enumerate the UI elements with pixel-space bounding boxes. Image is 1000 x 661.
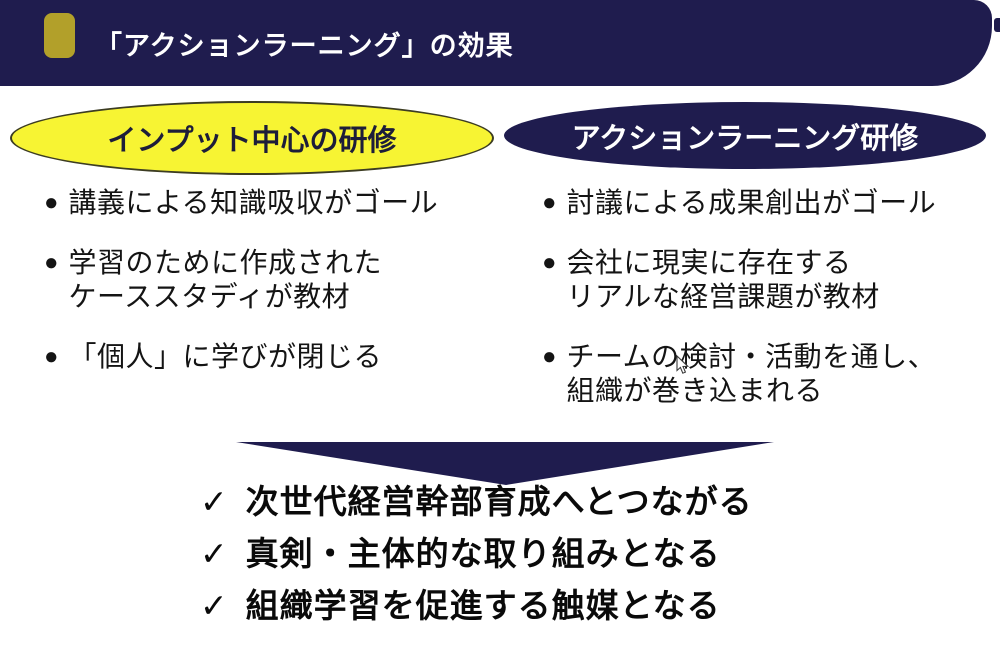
- title-accent-bar-icon: [44, 13, 75, 58]
- left-column-title: インプット中心の研修: [107, 125, 397, 157]
- check-icon: ✓: [200, 535, 228, 572]
- right-bullet-list: ● 討議による成果創出がゴール ● 会社に現実に存在する リアルな経営課題が教材…: [542, 186, 992, 434]
- bullet-text: 講義による知識吸収がゴール: [68, 187, 439, 218]
- bullet-text: 討議による成果創出がゴール: [566, 187, 937, 218]
- check-icon: ✓: [200, 587, 228, 624]
- mouse-cursor-icon: [676, 355, 690, 374]
- bullet-dot-icon: ●: [44, 249, 59, 276]
- bullet-dot-icon: ●: [542, 189, 557, 216]
- right-column-title: アクションラーニング研修: [571, 122, 919, 155]
- checklist-text: 次世代経営幹部育成へとつながる: [245, 483, 753, 520]
- bullet-item: ● チームの検討・活動を通し、 組織が巻き込まれる: [542, 340, 992, 408]
- bullet-item: ● 講義による知識吸収がゴール: [44, 186, 514, 220]
- left-column-title-ellipse: インプット中心の研修: [10, 101, 494, 175]
- header-bar: 「アクションラーニング」の効果: [0, 0, 992, 86]
- bullet-dot-icon: ●: [542, 343, 557, 370]
- right-column-title-ellipse: アクションラーニング研修: [504, 102, 986, 169]
- conclusion-checklist: ✓ 次世代経営幹部育成へとつながる ✓ 真剣・主体的な取り組みとなる ✓ 組織学…: [200, 482, 753, 638]
- bullet-dot-icon: ●: [542, 249, 557, 276]
- checklist-item: ✓ 次世代経営幹部育成へとつながる: [200, 482, 753, 521]
- checklist-text: 真剣・主体的な取り組みとなる: [245, 535, 721, 572]
- bullet-dot-icon: ●: [44, 189, 59, 216]
- bullet-text: 「個人」に学びが閉じる: [68, 341, 383, 372]
- bullet-text: 会社に現実に存在する リアルな経営課題が教材: [566, 247, 880, 312]
- checklist-item: ✓ 真剣・主体的な取り組みとなる: [200, 534, 753, 573]
- bullet-item: ● 討議による成果創出がゴール: [542, 186, 992, 220]
- bullet-item: ● 「個人」に学びが閉じる: [44, 340, 514, 374]
- bullet-dot-icon: ●: [44, 343, 59, 370]
- down-arrow-icon: [236, 442, 774, 485]
- check-icon: ✓: [200, 483, 228, 520]
- left-bullet-list: ● 講義による知識吸収がゴール ● 学習のために作成された ケーススタディが教材…: [44, 186, 514, 400]
- page-title: 「アクションラーニング」の効果: [95, 30, 514, 61]
- bullet-text: 学習のために作成された ケーススタディが教材: [68, 247, 383, 312]
- bullet-text: チームの検討・活動を通し、 組織が巻き込まれる: [566, 341, 937, 406]
- screen-edge-artifact: [994, 18, 1000, 32]
- bullet-item: ● 学習のために作成された ケーススタディが教材: [44, 246, 514, 314]
- checklist-text: 組織学習を促進する触媒となる: [245, 587, 721, 624]
- bullet-item: ● 会社に現実に存在する リアルな経営課題が教材: [542, 246, 992, 314]
- checklist-item: ✓ 組織学習を促進する触媒となる: [200, 586, 753, 625]
